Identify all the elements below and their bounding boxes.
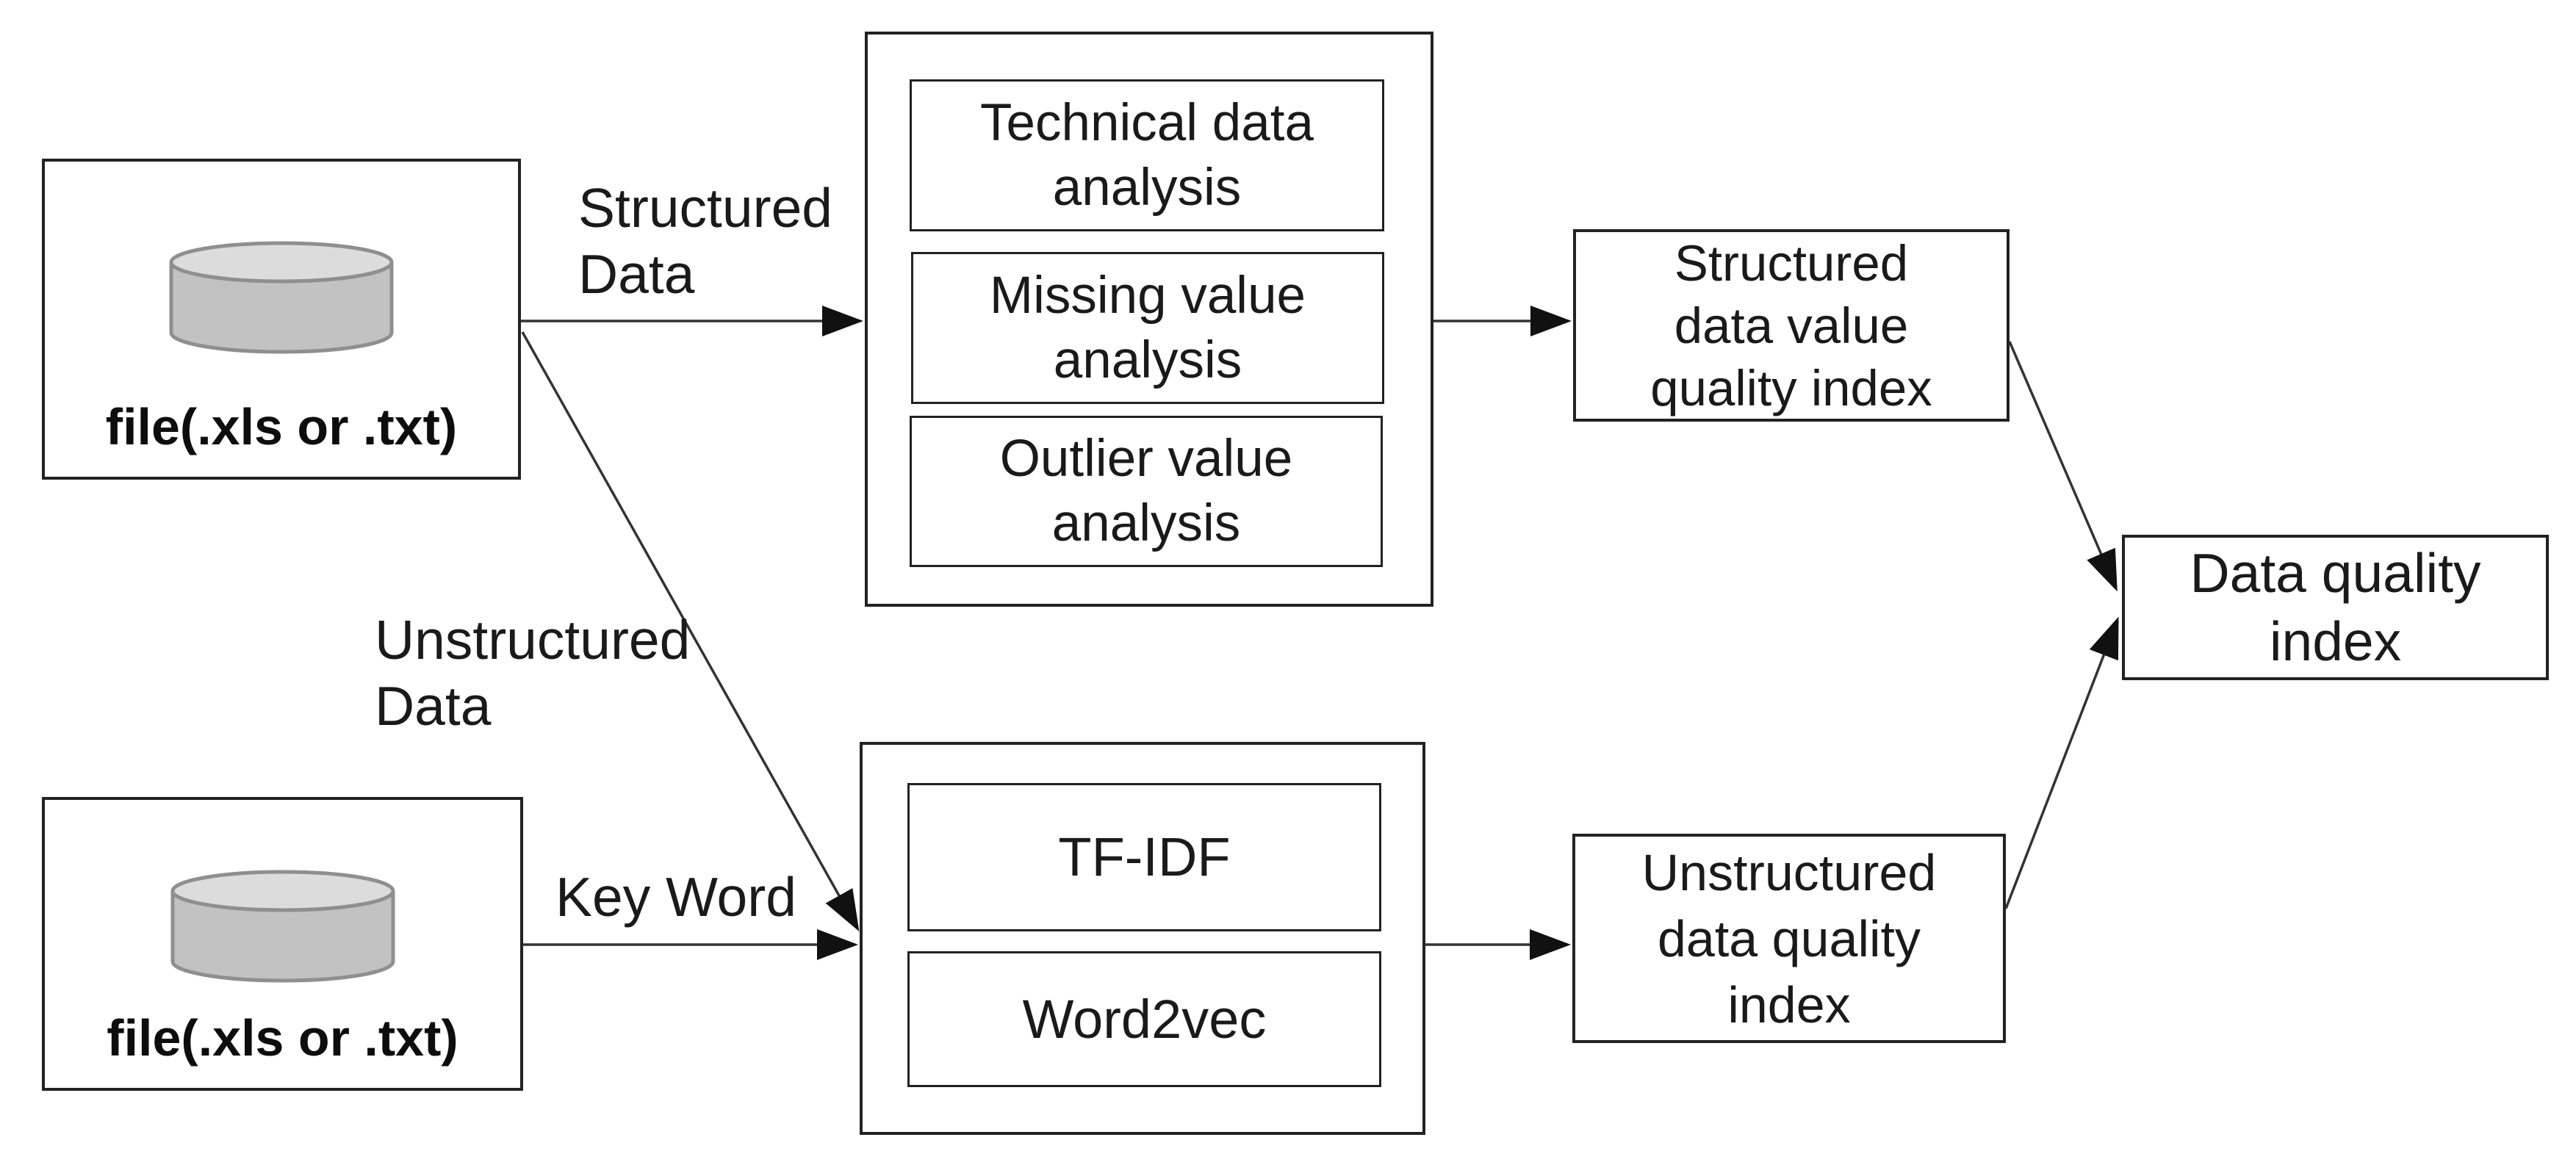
data-quality-index-box: Data quality index <box>2122 535 2549 680</box>
file-source-structured: file(.xls or .txt) <box>42 159 521 480</box>
structured-data-value-quality-index-label: Structured data value quality index <box>1650 234 1932 416</box>
edge-sdvqi-to-dqi <box>2008 341 2118 592</box>
outlier-value-analysis-label: Outlier value analysis <box>999 430 1293 552</box>
structured-data-value-quality-index-box: Structured data value quality index <box>1573 229 2010 422</box>
file-label: file(.xls or .txt) <box>105 398 458 455</box>
word2vec-label: Word2vec <box>1022 988 1267 1050</box>
database-cylinder-icon <box>170 870 395 983</box>
keyword-edge-label: Key Word <box>555 866 796 928</box>
word2vec-box: Word2vec <box>907 951 1381 1087</box>
database-cylinder-icon <box>169 241 394 354</box>
file-source-unstructured: file(.xls or .txt) <box>42 797 523 1091</box>
unstructured-data-quality-index-label: Unstructured data quality index <box>1641 843 1937 1033</box>
edge-udqi-to-dqi <box>2004 616 2119 909</box>
tf-idf-box: TF-IDF <box>907 783 1381 931</box>
technical-data-analysis-label: Technical data analysis <box>980 93 1314 217</box>
file-label: file(.xls or .txt) <box>107 1009 458 1067</box>
missing-value-analysis-box: Missing value analysis <box>911 252 1384 404</box>
unstructured-data-edge-label: Unstructured Data <box>375 609 691 737</box>
structured-data-edge-label: Structured Data <box>578 177 832 305</box>
tf-idf-label: TF-IDF <box>1058 826 1231 887</box>
technical-data-analysis-box: Technical data analysis <box>910 79 1384 231</box>
unstructured-data-quality-index-box: Unstructured data quality index <box>1572 834 2006 1043</box>
outlier-value-analysis-box: Outlier value analysis <box>910 416 1383 567</box>
missing-value-analysis-label: Missing value analysis <box>989 266 1306 389</box>
data-quality-index-label: Data quality index <box>2190 542 2481 672</box>
